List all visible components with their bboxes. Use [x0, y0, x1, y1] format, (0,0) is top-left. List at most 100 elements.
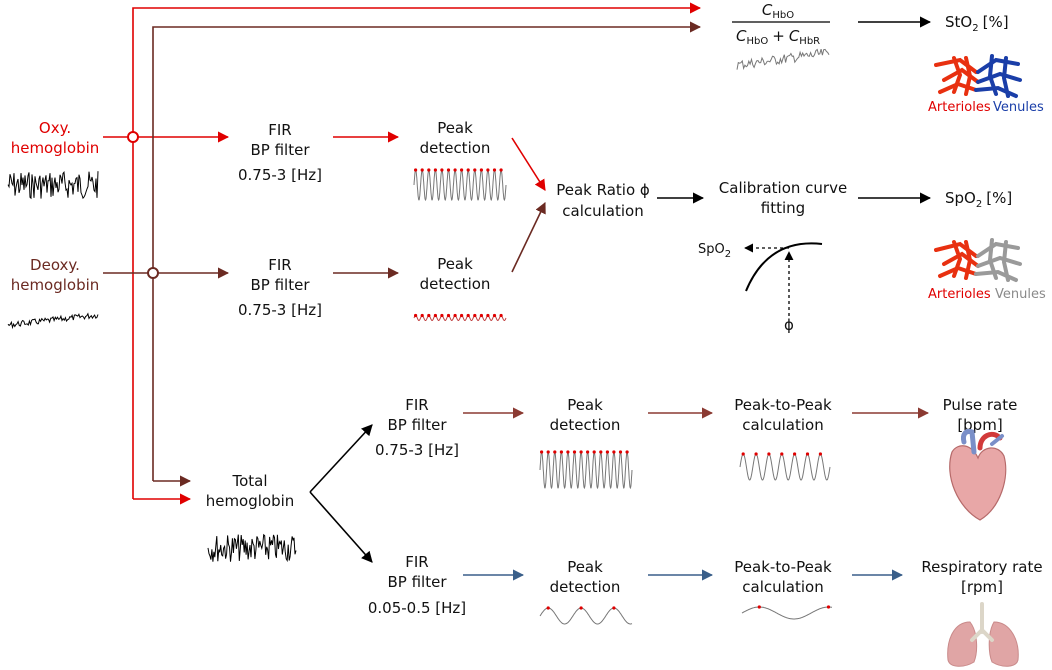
total-label-line2: hemoglobin	[206, 492, 295, 510]
peak-marker-8	[466, 168, 470, 172]
sto2-output: StO2[%]	[945, 13, 1009, 34]
oxy-filter-range: 0.75-3 [Hz]	[238, 166, 322, 184]
formula-sub-hbo-top: HbO	[772, 10, 794, 21]
oxy-filter-block: FIR BP filter 0.75-3 [Hz]	[238, 121, 322, 184]
peak-marker-14	[414, 313, 418, 318]
peak-marker-38	[605, 450, 610, 454]
pulse-peak-line2: detection	[550, 416, 621, 434]
peak-marker-47	[805, 452, 810, 456]
oxy-label-line2: hemoglobin	[11, 139, 100, 157]
peak-marker-43	[754, 452, 758, 456]
total-waveform-icon	[207, 533, 297, 563]
spo2-unit: [%]	[986, 189, 1012, 207]
peak-marker-26	[492, 313, 497, 318]
pulse-peak-waveform-icon	[539, 450, 633, 490]
peak-marker-44	[767, 452, 771, 456]
peak-marker-51	[612, 606, 616, 610]
calibration-block: Calibration curve fitting	[719, 179, 847, 217]
spo2-sub: 2	[976, 199, 982, 210]
deoxy-peak-to-ratio-arrow	[511, 201, 546, 273]
formula-c1: C	[736, 27, 747, 45]
peak-marker-29	[546, 450, 550, 454]
peak-marker-6	[453, 168, 457, 172]
deoxy-junction	[147, 267, 159, 279]
deoxy-label-line1: Deoxy.	[30, 256, 80, 274]
calibration-line2: fitting	[761, 199, 805, 217]
svg-text:CHbO: CHbO	[762, 1, 794, 21]
resp-filter-block: FIR BP filter 0.05-0.5 [Hz]	[368, 553, 466, 617]
peak-marker-10	[479, 168, 483, 172]
peak-marker-25	[486, 313, 490, 318]
oxy-to-formula-arrow	[132, 2, 702, 499]
peak-marker-31	[559, 450, 564, 454]
calibration-curve-plot: SpO2 ϕ	[698, 242, 823, 334]
peak-marker-3	[433, 168, 437, 172]
deoxy-to-formula-arrow	[152, 21, 702, 481]
resp-peak-block: Peak detection	[550, 558, 621, 596]
oxy-input-label: Oxy. hemoglobin	[11, 119, 100, 157]
ratio-block: Peak Ratio ϕ calculation	[556, 181, 650, 220]
resp-p2p-waveform-icon	[741, 606, 833, 620]
sto2-sub: 2	[972, 23, 978, 34]
peak-marker-52	[757, 605, 761, 609]
oxy-peak-waveform-icon	[413, 168, 507, 202]
oxy-waveform-icon	[7, 171, 99, 200]
peak-marker-15	[420, 313, 424, 318]
resp-rate-output: Respiratory rate [rpm]	[921, 558, 1042, 596]
resp-rate-line1: Respiratory rate	[921, 558, 1042, 576]
peak-marker-7	[460, 168, 464, 172]
pulse-rate-line1: Pulse rate	[943, 396, 1018, 414]
calibration-phi-label: ϕ	[784, 316, 794, 334]
formula-plus: +	[772, 27, 785, 45]
deoxy-waveform-icon	[7, 312, 99, 330]
oxy-peak-line2: detection	[420, 139, 491, 157]
peak-marker-4	[440, 168, 444, 172]
peak-marker-34	[579, 450, 583, 454]
peak-marker-22	[466, 313, 470, 318]
pulse-filter-block: FIR BP filter 0.75-3 [Hz]	[375, 396, 459, 459]
peak-marker-37	[599, 450, 603, 454]
pulse-filter-line1: FIR	[405, 396, 428, 414]
peak-marker-9	[473, 168, 477, 172]
connectors	[103, 2, 932, 581]
peak-marker-53	[826, 605, 831, 609]
resp-rate-line2: [rpm]	[961, 578, 1003, 596]
deoxy-peak-line2: detection	[420, 275, 491, 293]
peak-marker-17	[433, 313, 437, 318]
peak-marker-49	[546, 606, 550, 610]
peak-marker-35	[586, 450, 590, 454]
total-to-resp-filter-arrow	[309, 491, 373, 563]
oxy-junction	[127, 131, 139, 143]
spo2-output: SpO2[%]	[945, 189, 1012, 210]
calibration-spo2-label: SpO	[698, 242, 725, 257]
resp-filter-line1: FIR	[405, 553, 428, 571]
pulse-p2p-line1: Peak-to-Peak	[734, 396, 832, 414]
deoxy-filter-line2: BP filter	[251, 276, 311, 294]
total-to-pulse-filter-arrow	[309, 424, 373, 493]
peak-marker-20	[453, 313, 457, 318]
sto2-waveform-icon	[736, 48, 830, 71]
svg-text:SpO2: SpO2	[698, 242, 731, 260]
peak-marker-39	[612, 450, 616, 454]
heart-icon	[949, 429, 1007, 521]
peak-marker-24	[479, 313, 483, 318]
peak-marker-50	[579, 606, 583, 610]
peak-marker-36	[592, 450, 596, 454]
deoxy-peak-line1: Peak	[437, 255, 473, 273]
peak-marker-0	[414, 168, 418, 172]
sto2-unit: [%]	[983, 13, 1009, 31]
ratio-line2: calculation	[562, 202, 643, 220]
formula-sub-hbo: HbO	[746, 36, 768, 47]
resp-peak-line2: detection	[550, 578, 621, 596]
peak-marker-23	[473, 313, 477, 318]
sto2-formula: CHbO CHbO+CHbR	[732, 1, 830, 47]
peak-marker-19	[446, 313, 451, 318]
svg-text:StO2[%]: StO2[%]	[945, 13, 1009, 34]
oxy-label-line1: Oxy.	[39, 119, 71, 137]
svg-text:CHbO+CHbR: CHbO+CHbR	[736, 27, 820, 47]
peak-marker-1	[420, 168, 424, 172]
peak-marker-11	[486, 168, 490, 172]
pulse-filter-range: 0.75-3 [Hz]	[375, 441, 459, 459]
peak-marker-41	[625, 450, 629, 454]
vessel-venules-label-2: Venules	[995, 287, 1046, 302]
